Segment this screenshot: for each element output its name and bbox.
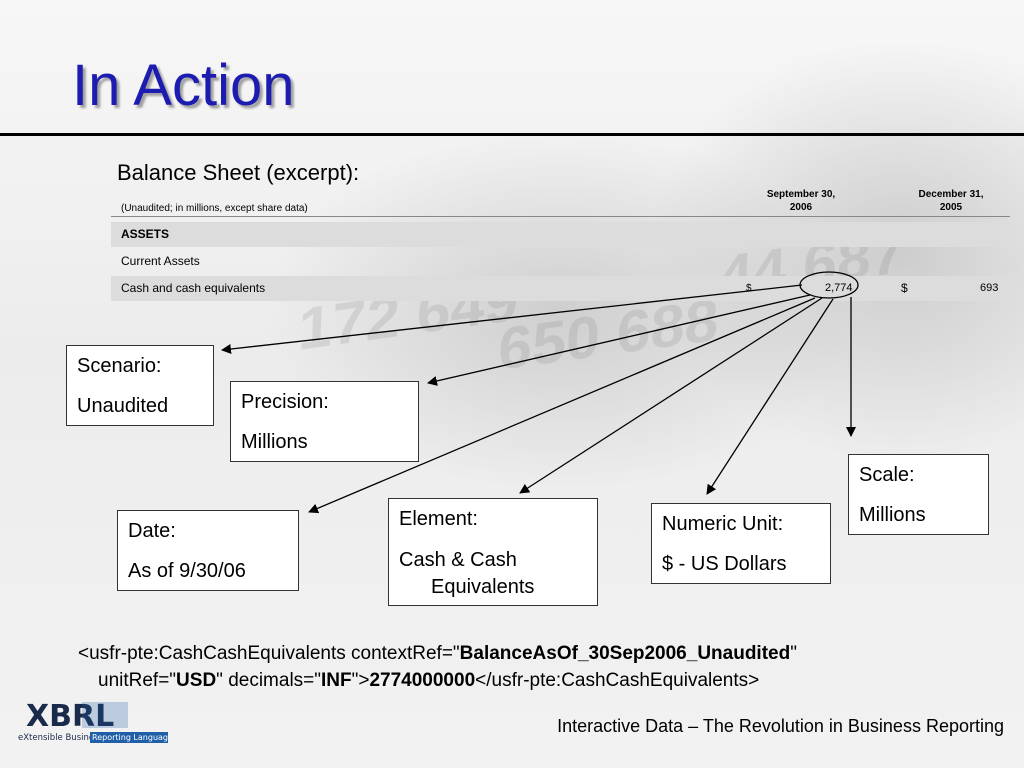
date-value: As of 9/30/06 (128, 560, 246, 582)
scenario-title: Scenario: (77, 355, 162, 377)
xbrl-logo: XBRL eXtensible Business Reporting Langu… (18, 696, 173, 746)
element-box: Element: Cash & Cash Equivalents (388, 498, 598, 606)
title-divider (0, 133, 1024, 136)
scale-box: Scale: Millions (848, 454, 989, 535)
scale-value: Millions (859, 504, 926, 526)
scale-title: Scale: (859, 464, 915, 486)
slide-title: In Action (72, 53, 295, 118)
column-header-dec-2005: December 31, 2005 (918, 189, 984, 213)
scenario-value: Unaudited (77, 395, 169, 417)
precision-value: Millions (241, 431, 308, 453)
cash-value-2005: 693 (980, 282, 999, 294)
element-value-line2: Equivalents (431, 576, 535, 598)
table-caption: Balance Sheet (excerpt): (117, 160, 360, 185)
unit-value: $ - US Dollars (662, 553, 787, 575)
code-line-1: <usfr-pte:CashCashEquivalents contextRef… (78, 643, 797, 664)
date-box: Date: As of 9/30/06 (117, 510, 299, 591)
table-row: Current Assets (121, 254, 200, 268)
arrow-to-date (308, 297, 816, 514)
svg-text:XBRL: XBRL (26, 699, 114, 734)
table-row: ASSETS (111, 222, 1010, 247)
table-note: (Unaudited; in millions, except share da… (121, 203, 308, 214)
date-title: Date: (128, 520, 176, 542)
numeric-unit-box: Numeric Unit: $ - US Dollars (651, 503, 831, 584)
arrow-to-unit (706, 298, 834, 495)
element-title: Element: (399, 508, 478, 530)
arrow-to-scenario (221, 284, 803, 354)
element-value-line1: Cash & Cash (399, 549, 517, 571)
code-line-2: unitRef="USD" decimals="INF">2774000000<… (98, 670, 760, 691)
cash-value-2006: 2,774 (825, 282, 853, 294)
table-row: Cash and cash equivalents $ 2,774 $ 693 (111, 276, 1010, 301)
footer-text: Interactive Data – The Revolution in Bus… (557, 716, 1004, 736)
arrow-to-precision (427, 294, 811, 386)
unit-title: Numeric Unit: (662, 513, 784, 535)
currency-symbol: $ (901, 281, 908, 295)
svg-text:eXtensible Business: eXtensible Business (18, 733, 104, 743)
svg-text:Reporting Language: Reporting Language (92, 733, 168, 742)
arrow-to-element (519, 297, 823, 494)
scenario-box: Scenario: Unaudited (66, 345, 214, 426)
xbrl-code-snippet: <usfr-pte:CashCashEquivalents contextRef… (78, 640, 797, 694)
header-divider (111, 216, 1010, 217)
currency-symbol: $ (746, 283, 752, 294)
column-header-sep-2006: September 30, 2006 (766, 189, 836, 213)
highlight-ellipse (799, 271, 859, 299)
precision-title: Precision: (241, 391, 329, 413)
precision-box: Precision: Millions (230, 381, 419, 462)
